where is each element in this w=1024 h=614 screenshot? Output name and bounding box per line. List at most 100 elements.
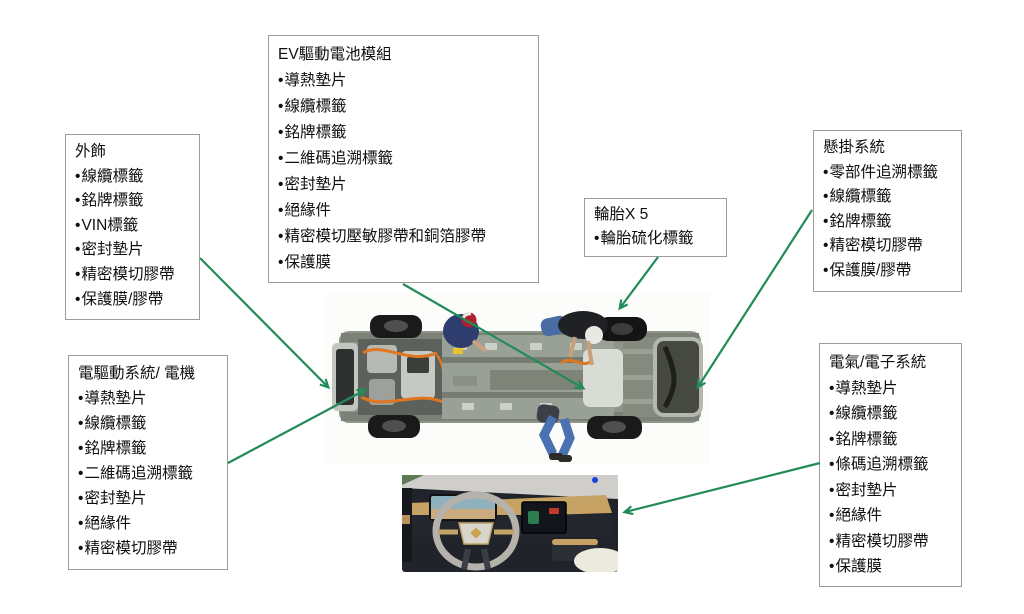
bullet: •	[823, 163, 829, 181]
bullet: •	[594, 230, 600, 247]
bullet: •	[278, 124, 284, 141]
box-title: 外飾	[75, 143, 107, 160]
callout-box-edrive-system: 電驅動系統/ 電機 •導熱墊片 •線纜標籤 •銘牌標籤 •二維碼追溯標籤 •密封…	[68, 355, 228, 570]
item-text: 銘牌標籤	[835, 430, 898, 448]
item-text: 密封墊片	[835, 481, 898, 499]
item-text: 條碼追溯標籤	[835, 456, 929, 473]
item-text: VIN標籤	[81, 216, 139, 234]
bullet: •	[829, 379, 835, 397]
chassis-frame	[332, 331, 703, 423]
item-text: 導熱墊片	[835, 379, 898, 397]
list-item: •銘牌標籤	[823, 210, 952, 235]
list-item: •保護膜/膠帶	[823, 259, 952, 284]
bullet: •	[78, 490, 84, 507]
bullet: •	[78, 440, 84, 457]
bullet: •	[278, 150, 284, 167]
bullet: •	[78, 540, 84, 557]
item-text: 保護膜/膠帶	[81, 290, 164, 308]
bullet: •	[78, 465, 84, 482]
list-item: •保護膜/膠帶	[75, 288, 190, 313]
list-item: •絕緣件	[278, 198, 529, 224]
bullet: •	[78, 390, 84, 407]
item-text: 銘牌標籤	[81, 192, 144, 210]
item-text: 絕緣件	[835, 507, 882, 524]
list-item: •導熱墊片	[829, 376, 952, 402]
callout-box-suspension: 懸掛系統 •零部件追溯標籤 •線纜標籤 •銘牌標籤 •精密模切膠帶 •保護膜/膠…	[813, 130, 962, 292]
list-item: •絕緣件	[78, 511, 218, 536]
list-item: •線纜標籤	[829, 401, 952, 427]
bullet: •	[278, 72, 284, 89]
list-item: •精密模切膠帶	[823, 234, 952, 259]
bullet: •	[829, 558, 835, 575]
item-text: 線纜標籤	[284, 98, 347, 115]
list-item: •保護膜	[278, 250, 529, 276]
bullet: •	[829, 456, 835, 473]
list-item: •密封墊片	[75, 238, 190, 263]
list-item: •線纜標籤	[78, 411, 218, 436]
list-item: •導熱墊片	[78, 386, 218, 411]
item-text: 導熱墊片	[84, 390, 147, 407]
item-text: 銘牌標籤	[284, 124, 347, 141]
bullet: •	[829, 532, 835, 550]
ev-chassis-top-view-photo	[325, 293, 710, 465]
item-text: 導熱墊片	[284, 72, 347, 89]
list-item: •線纜標籤	[823, 185, 952, 210]
list-item: •銘牌標籤	[78, 436, 218, 461]
bullet: •	[823, 212, 829, 230]
bullet: •	[823, 188, 829, 206]
item-text: 二維碼追溯標籤	[84, 465, 193, 482]
bullet: •	[823, 237, 829, 255]
callout-box-electrical-electronics: 電氣/電子系統 •導熱墊片 •線纜標籤 •銘牌標籤 •條碼追溯標籤 •密封墊片 …	[819, 343, 962, 587]
item-text: 線纜標籤	[835, 405, 898, 422]
list-item: •精密模切膠帶	[75, 263, 190, 288]
item-text: 零部件追溯標籤	[829, 163, 938, 181]
item-text: 密封墊片	[284, 176, 347, 193]
bullet: •	[75, 241, 81, 259]
item-text: 精密模切膠帶	[84, 540, 178, 557]
list-item: •線纜標籤	[75, 165, 190, 190]
item-text: 銘牌標籤	[84, 440, 147, 457]
list-item: •導熱墊片	[278, 68, 529, 94]
box-title: 電驅動系統/ 電機	[78, 365, 196, 382]
list-item: •密封墊片	[829, 478, 952, 504]
list-item: •零部件追溯標籤	[823, 161, 952, 186]
item-text: 線纜標籤	[81, 167, 144, 185]
callout-box-tires: 輪胎X 5 •輪胎硫化標籤	[584, 198, 727, 257]
item-text: 絕緣件	[84, 515, 131, 532]
list-item: •輪胎硫化標籤	[594, 227, 717, 251]
bullet: •	[829, 430, 835, 448]
bullet: •	[75, 290, 81, 308]
item-text: 精密模切膠帶	[81, 265, 175, 283]
bullet: •	[829, 481, 835, 499]
item-text: 精密模切膠帶	[829, 237, 923, 255]
list-item: •密封墊片	[78, 486, 218, 511]
item-text: 保護膜	[284, 254, 331, 271]
item-text: 銘牌標籤	[829, 212, 892, 230]
bullet: •	[75, 192, 81, 210]
callout-box-battery-module: EV驅動電池模組 •導熱墊片 •線纜標籤 •銘牌標籤 •二維碼追溯標籤 •密封墊…	[268, 35, 539, 283]
box-title: 輪胎X 5	[594, 206, 649, 223]
box-title: EV驅動電池模組	[278, 46, 392, 63]
list-item: •銘牌標籤	[75, 189, 190, 214]
list-item: •精密模切壓敏膠帶和銅箔膠帶	[278, 224, 529, 250]
box-title: 電氣/電子系統	[829, 354, 927, 371]
item-text: 線纜標籤	[829, 188, 892, 206]
wheels	[368, 315, 647, 439]
item-text: 絕緣件	[284, 202, 331, 219]
list-item: •銘牌標籤	[278, 120, 529, 146]
bullet: •	[78, 415, 84, 432]
box-title: 懸掛系統	[823, 139, 886, 156]
bullet: •	[278, 254, 284, 271]
bullet: •	[278, 228, 284, 245]
item-text: 二維碼追溯標籤	[284, 150, 393, 167]
bullet: •	[829, 405, 835, 422]
item-text: 精密模切壓敏膠帶和銅箔膠帶	[284, 228, 486, 245]
interior-scene	[402, 475, 618, 572]
callout-box-exterior: 外飾 •線纜標籤 •銘牌標籤 •VIN標籤 •密封墊片 •精密模切膠帶 •保護膜…	[65, 134, 200, 320]
list-item: •絕緣件	[829, 503, 952, 529]
list-item: •銘牌標籤	[829, 427, 952, 453]
bullet: •	[75, 167, 81, 185]
item-text: 密封墊片	[81, 241, 144, 259]
item-text: 保護膜	[835, 558, 882, 575]
